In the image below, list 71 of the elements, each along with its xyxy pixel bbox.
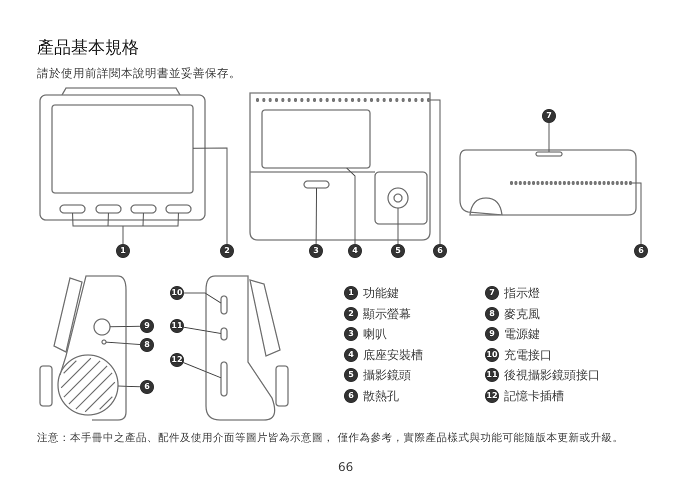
key-text: 電源鍵 xyxy=(504,326,540,344)
leader-line xyxy=(106,342,140,345)
page-title: 產品基本規格 xyxy=(37,37,139,59)
key-text: 攝影鏡頭 xyxy=(363,367,411,384)
callout-number: 6 xyxy=(433,244,447,258)
button xyxy=(95,204,122,214)
leader-line xyxy=(346,168,356,244)
mount-slot xyxy=(261,109,371,169)
callout-number: 5 xyxy=(344,368,358,382)
key-text: 功能鍵 xyxy=(363,285,399,302)
speaker-slot xyxy=(303,180,330,189)
callout-number: 8 xyxy=(140,338,154,352)
key-text: 麥克風 xyxy=(504,306,540,323)
leader-line xyxy=(632,182,642,244)
button xyxy=(165,204,192,214)
callout-number: 4 xyxy=(348,244,362,258)
subtitle-text: 請於使用前詳閱本說明書並妥善保存。 xyxy=(37,66,241,81)
callout-number: 7 xyxy=(542,109,556,123)
key-text: 顯示螢幕 xyxy=(363,306,411,323)
port-slot xyxy=(220,295,228,315)
leader-line xyxy=(122,212,179,244)
key-text: 指示燈 xyxy=(504,285,540,302)
vent-holes xyxy=(256,98,430,102)
callout-number: 9 xyxy=(485,327,499,342)
leader-line xyxy=(183,326,222,334)
callout-number: 5 xyxy=(391,244,405,258)
key-text: 記憶卡插槽 xyxy=(504,388,564,405)
callout-number: 12 xyxy=(485,389,499,403)
key-text: 喇叭 xyxy=(363,326,387,344)
callout-number: 3 xyxy=(309,244,323,258)
callout-number: 2 xyxy=(344,306,358,321)
key-text: 散熱孔 xyxy=(363,388,399,405)
display-screen xyxy=(51,104,194,194)
leader-line xyxy=(316,188,317,244)
callout-number: 1 xyxy=(116,244,130,258)
callout-number: 1 xyxy=(344,286,358,300)
vent-holes xyxy=(510,181,632,185)
leader-line xyxy=(183,362,222,378)
callout-number: 7 xyxy=(485,286,499,300)
callout-number: 12 xyxy=(170,353,184,367)
card-slot xyxy=(220,361,228,397)
note-text: 注意：本手冊中之產品、配件及使用介面等圖片皆為示意圖， 僅作為參考，實際產品樣式與功能可能隨版本更新或升級。 xyxy=(37,431,624,445)
callout-number: 6 xyxy=(634,244,648,258)
callout-number: 11 xyxy=(485,368,499,382)
leader-line xyxy=(548,122,550,152)
power-button xyxy=(93,318,111,336)
callout-number: 2 xyxy=(220,244,234,258)
leader-line xyxy=(192,148,228,244)
page-number: 66 xyxy=(338,460,354,474)
callout-number: 6 xyxy=(344,389,358,403)
callout-number: 3 xyxy=(344,327,358,342)
callout-number: 6 xyxy=(140,380,154,394)
key-text: 底座安裝槽 xyxy=(363,346,423,364)
button xyxy=(130,204,157,214)
key-text: 充電接口 xyxy=(504,346,552,364)
callout-number: 11 xyxy=(170,319,184,333)
callout-number: 4 xyxy=(344,348,358,362)
port-slot xyxy=(220,327,228,341)
leader-line xyxy=(184,292,222,304)
key-text: 後視攝影鏡頭接口 xyxy=(504,367,600,384)
callout-number: 10 xyxy=(170,286,184,300)
callout-number: 8 xyxy=(485,306,499,321)
callout-number: 10 xyxy=(485,348,499,362)
indicator-light xyxy=(535,151,563,157)
leader-line xyxy=(110,326,140,328)
microphone-hole xyxy=(101,339,107,345)
callout-number: 9 xyxy=(140,319,154,333)
leader-line xyxy=(430,100,440,244)
leader-line xyxy=(118,386,140,388)
camera-lens xyxy=(387,187,409,209)
button xyxy=(59,204,86,214)
